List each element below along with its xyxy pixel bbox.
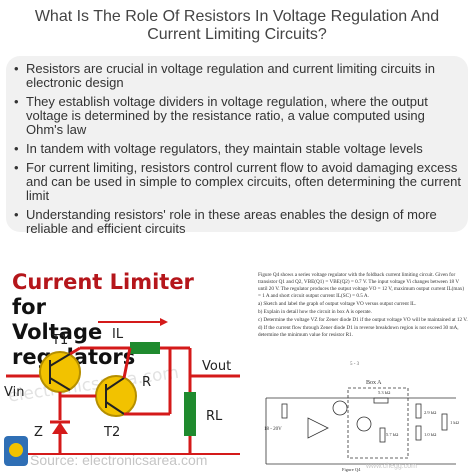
doc-watermark: www.chegg.com <box>365 463 417 470</box>
title-line-1: What Is The Role Of Resistors In Voltage… <box>34 8 440 25</box>
page-number: 5 - 3 <box>350 362 360 367</box>
op-amp <box>307 417 329 439</box>
resistor-r <box>130 342 160 354</box>
bullet-item: In tandem with voltage regulators, they … <box>12 142 462 157</box>
problem-paragraph: d) If the current flow through Zener dio… <box>258 325 459 338</box>
resistor-value: 5.7 kΩ <box>386 432 399 437</box>
resistor-value: 1 kΩ <box>450 420 460 425</box>
label-rl: RL <box>206 409 223 424</box>
current-limiter-title-for: for <box>12 295 46 319</box>
resistor-value: 1.0 kΩ <box>424 432 437 437</box>
label-z: Z <box>34 425 43 440</box>
electronics-logo <box>4 436 28 466</box>
problem-paragraph: a) Sketch and label the graph of output … <box>258 301 417 307</box>
label-t1: T1 <box>51 333 68 348</box>
current-limiter-circuit: electronicsarea.com IL T1 Vin R T2 Vout … <box>4 318 240 455</box>
zener-diode <box>52 422 68 434</box>
bullet-item: Understanding resistors' role in these a… <box>12 208 462 236</box>
circuit-watermark: electronicsarea.com <box>7 363 180 407</box>
bullet-item: They establish voltage dividers in volta… <box>12 95 462 137</box>
transistor-t2 <box>95 375 137 417</box>
bullet-list: Resistors are crucial in voltage regulat… <box>12 62 462 241</box>
resistor-value: 5.3 kΩ <box>378 390 391 395</box>
problem-paragraph: b) Explain in detail how the circuit in … <box>258 309 372 315</box>
title-line-2: Current Limiting Circuits? <box>147 26 327 43</box>
resistor-rl <box>184 392 196 436</box>
box-a-label: Box A <box>366 380 382 386</box>
regulator-schematic: Box A 18 - 20V 5.3 kΩ 2.9 kΩ 5.7 kΩ 1.0 … <box>264 380 460 472</box>
current-limiter-title-red: Current Limiter <box>12 270 194 294</box>
problem-paragraph: c) Determine the voltage VZ for Zener di… <box>258 317 468 323</box>
source-caption: Source: electronicsarea.com <box>30 452 208 468</box>
bullet-item: For current limiting, resistors control … <box>12 161 462 203</box>
label-t2: T2 <box>103 425 120 440</box>
problem-text: Figure Q4 shows a series voltage regulat… <box>258 272 468 340</box>
transistor-t1 <box>39 351 81 393</box>
box-a <box>347 387 409 459</box>
page-title: What Is The Role Of Resistors In Voltage… <box>0 0 474 54</box>
problem-paragraph: Figure Q4 shows a series voltage regulat… <box>258 272 465 299</box>
bullet-item: Resistors are crucial in voltage regulat… <box>12 62 462 90</box>
label-vout: Vout <box>202 359 231 374</box>
label-vin: Vin <box>4 385 24 400</box>
label-r: R <box>142 375 151 390</box>
resistor-value: 2.9 kΩ <box>424 410 437 415</box>
figure-label: Figure Q4 <box>342 467 361 472</box>
current-arrow-head <box>160 318 168 326</box>
label-il: IL <box>112 327 124 342</box>
vin-label: 18 - 20V <box>264 427 282 432</box>
